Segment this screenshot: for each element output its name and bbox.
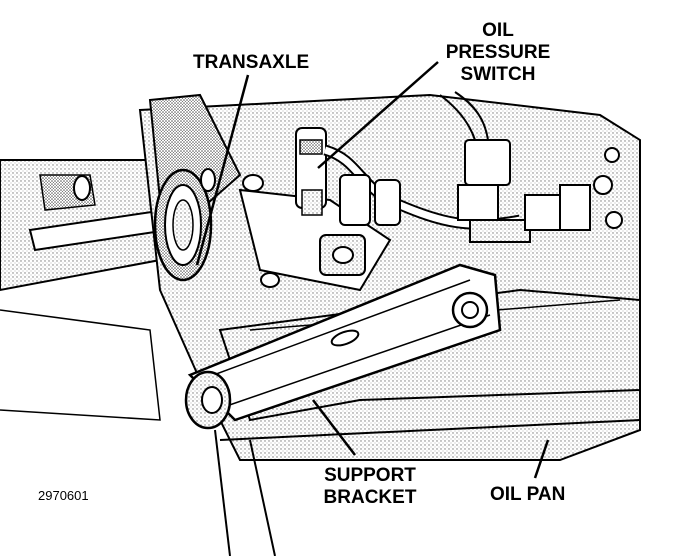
oil-pressure-switch-label: OIL PRESSURE SWITCH (440, 20, 556, 86)
oil-pressure-switch-label-line2: PRESSURE (445, 42, 551, 63)
support-bracket-label-line2: BRACKET (323, 487, 417, 508)
transaxle-label: TRANSAXLE (193, 52, 310, 73)
leader-lines (195, 61, 550, 479)
support-bracket-label-line1: SUPPORT (324, 465, 416, 486)
oil-pressure-switch-label-line3: SWITCH (460, 64, 536, 85)
support-bracket-label: SUPPORT BRACKET (318, 465, 422, 509)
figure-id: 2970601 (38, 488, 89, 503)
oil-pressure-switch-label-line1: OIL (482, 20, 514, 41)
axle-seal (153, 168, 216, 282)
oil-pan-label: OIL PAN (490, 484, 566, 505)
support-bracket (184, 263, 502, 430)
left-housing (0, 159, 170, 421)
wiring-connectors (439, 91, 591, 243)
